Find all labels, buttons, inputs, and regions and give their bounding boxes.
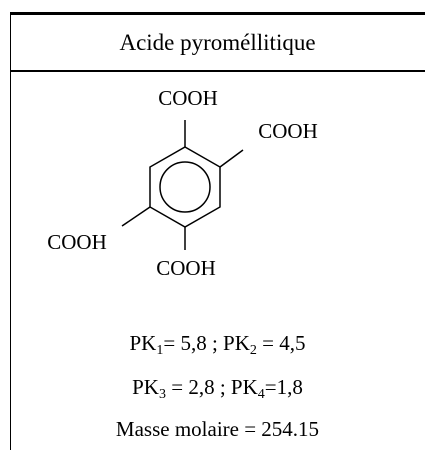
pk4-subscript: 4 [257, 387, 265, 402]
cooh-left-label: COOH [47, 230, 107, 254]
substituent-bonds [121, 120, 244, 250]
bond-right [219, 149, 244, 168]
pk3-value: = 2,8 ; [165, 375, 231, 399]
left-border [10, 12, 11, 450]
cooh-right-label: COOH [258, 119, 318, 143]
molecule-structure: COOH COOH COOH COOH [47, 86, 318, 280]
pk1-subscript: 1 [156, 343, 164, 358]
pk1-label: PK [129, 331, 157, 355]
pk4-value: =1,8 [264, 375, 303, 399]
pk3-subscript: 3 [158, 387, 166, 402]
compound-title: Acide pyroméllitique [119, 30, 316, 55]
pk2-subscript: 2 [249, 343, 257, 358]
benzene-ring [149, 146, 221, 228]
pk3-label: PK [132, 375, 159, 399]
cooh-bottom-label: COOH [156, 256, 216, 280]
pk-line-1: PK1= 5,8 ; PK2 = 4,5 [10, 331, 425, 358]
pk2-value: = 4,5 [256, 331, 306, 355]
bond-left [121, 206, 151, 227]
title-divider [10, 70, 425, 72]
pk-line-2: PK3 = 2,8 ; PK4=1,8 [10, 375, 425, 402]
top-border [10, 12, 425, 15]
pk1-value: = 5,8 ; [163, 331, 224, 355]
pk4-label: PK [230, 375, 258, 399]
molar-mass: Masse molaire = 254.15 [115, 417, 320, 441]
aromatic-circle [159, 161, 211, 213]
cooh-top-label: COOH [158, 86, 218, 110]
pk2-label: PK [223, 331, 250, 355]
